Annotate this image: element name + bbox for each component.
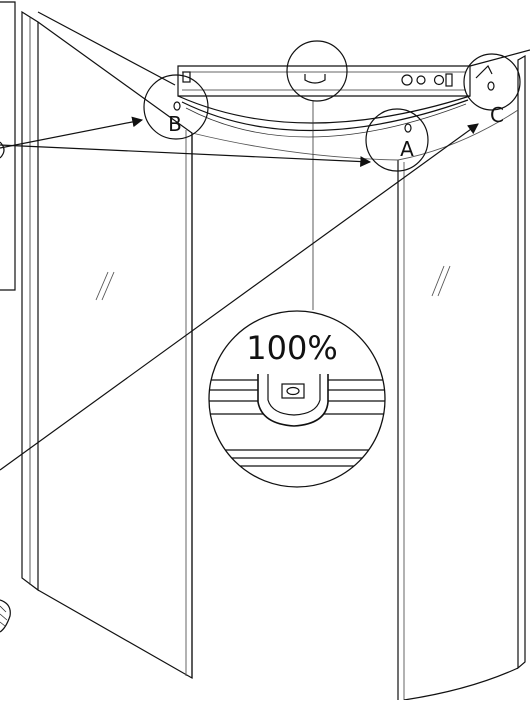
glass-hatch-left — [95, 271, 115, 301]
top-curved-track — [177, 65, 471, 138]
arrow-to-b — [0, 116, 144, 149]
top-frame-left — [37, 11, 176, 86]
arrow-to-c — [0, 123, 479, 471]
callout-c: C — [463, 53, 521, 127]
track-center-clip — [304, 74, 326, 84]
right-curved-door — [397, 54, 526, 701]
callout-c-label: C — [490, 103, 504, 127]
callout-b-label: B — [168, 112, 182, 136]
bracket-right — [475, 64, 493, 79]
callout-b: B — [143, 74, 209, 140]
glass-hatch-right — [431, 265, 451, 297]
guide-clip-enlarged — [257, 374, 329, 427]
screw-hole-a-icon — [404, 123, 412, 133]
magnifier-scale-label: 100% — [246, 329, 337, 367]
guide-clip-slot — [281, 383, 305, 399]
guide-clip-hole-icon — [286, 386, 300, 396]
roller-mid — [416, 75, 426, 85]
left-glass-panel — [21, 10, 193, 680]
screw-hole-c-icon — [487, 81, 495, 91]
track-end-block-left — [182, 71, 191, 83]
floor-drain-partial — [0, 599, 11, 633]
callout-arrows — [0, 116, 479, 471]
callout-center-top — [286, 40, 348, 102]
magnifier-detail: 100% — [208, 310, 386, 488]
roller-right — [433, 74, 445, 86]
top-frame-right — [469, 49, 530, 67]
roller-left — [401, 74, 413, 86]
callout-a: A — [365, 108, 429, 172]
arrow-to-a — [0, 144, 372, 167]
callout-a-label: A — [400, 137, 414, 161]
screw-hole-b-icon — [173, 101, 181, 111]
floor-drain-hatch — [0, 605, 8, 627]
track-end-block-right — [445, 73, 453, 87]
